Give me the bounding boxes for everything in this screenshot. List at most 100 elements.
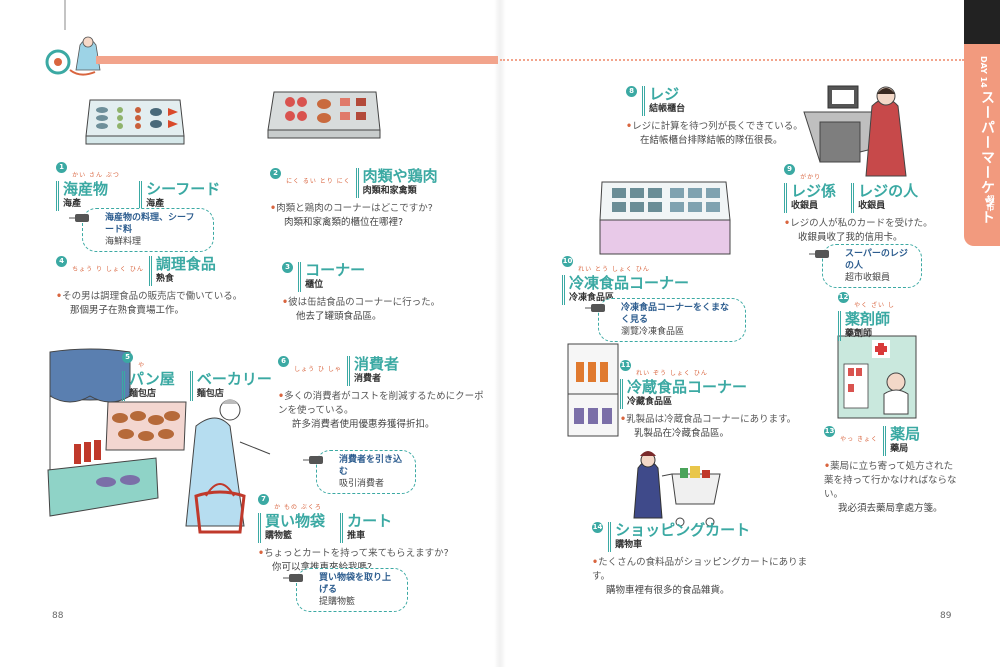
example: •彼は缶詰食品のコーナーに行った。 他去了罐頭食品區。 (282, 296, 482, 324)
vocab-block: 冷蔵食品コーナー 冷藏食品區 (620, 379, 747, 409)
vocab-translation: 推車 (347, 531, 366, 541)
vocab-translation: 藥局 (890, 444, 909, 454)
chapter-tab: DAY 14 スーパーマーケット 超市 (964, 0, 1000, 246)
vocab-word: コーナー (305, 261, 366, 279)
example-jp: 彼は缶詰食品のコーナーに行った。 (288, 297, 441, 308)
entry-number: 7 (258, 494, 269, 505)
entry-number: 12 (838, 292, 849, 303)
entry-basket-cart: 7 か もの ぶくろ 買い物袋 購物籃 カート 推車 •ちょっとカートを持って来… (258, 494, 480, 575)
example: •薬局に立ち寄って処方された薬を持って行かなければならない。 我必須去藥局拿處方… (824, 460, 960, 516)
vocab-block: 海産物 海產 (56, 181, 108, 211)
vocab-block: シーフード 海產 (139, 181, 220, 211)
entry-number: 3 (282, 262, 293, 273)
vocab-word: パン屋 (129, 370, 175, 388)
entry-number: 4 (56, 256, 67, 267)
entry-ruby: やく ざい し (854, 302, 895, 309)
example-zh: 購物車裡有很多的食品雜貨。 (606, 585, 730, 596)
vocab-word: レジ係 (791, 182, 837, 200)
entry-ruby: がかり (800, 174, 822, 181)
example-zh: 在結帳櫃台排隊結帳的隊伍很長。 (640, 135, 783, 146)
tag-icon (585, 304, 605, 312)
shopping-cart-illustration (633, 451, 721, 527)
entry-number: 2 (270, 168, 281, 179)
vocab-word: 冷凍食品コーナー (569, 274, 690, 292)
vocab-translation: 冷凍食品區 (569, 293, 615, 303)
tag-icon (809, 250, 829, 258)
vocab-block: 肉類や鶏肉 肉類和家禽類 (355, 168, 438, 198)
entry-ruby: れい ぞう しょく ひん (636, 370, 708, 377)
example: •多くの消費者がコストを削減するためにクーポンを使っている。 許多消費者使用優惠… (278, 390, 488, 432)
example-jp: ちょっとカートを持って来てもらえますか? (264, 548, 449, 559)
phrase-zh: 瀏覽冷凍食品區 (621, 327, 685, 337)
entry-ruby: しょう ひ しゃ (294, 366, 342, 373)
meat-case-illustration (267, 91, 381, 139)
example-zh: 收銀員收了我的信用卡。 (798, 232, 903, 243)
vocab-translation: 消費者 (354, 374, 382, 384)
vocab-translation: 肉類和家禽類 (362, 186, 417, 196)
checkout-counter-illustration (803, 85, 907, 177)
example: •乳製品は冷蔵食品コーナーにあります。 乳製品在冷藏食品區。 (620, 413, 800, 441)
vocab-word: カート (347, 512, 393, 530)
tag-icon (69, 214, 89, 222)
example: •レジに計算を待つ列が長くできている。 在結帳櫃台排隊結帳的隊伍很長。 (626, 120, 806, 148)
entry-ruby: ちょう り しょく ひん (72, 266, 144, 273)
vocab-translation: 海產 (146, 199, 165, 209)
vocab-translation: 熟食 (155, 274, 174, 284)
example-jp: たくさんの食料品がショッピングカートにあります。 (592, 557, 808, 582)
pharmacy-illustration (837, 335, 917, 419)
vocab-translation: 麵包店 (129, 389, 157, 399)
example-jp: 多くの消費者がコストを削減するためにクーポンを使っている。 (278, 391, 484, 416)
phrase-zh: 海鮮料理 (105, 237, 142, 247)
entry-consumer: 6 しょう ひ しゃ 消費者 消費者 •多くの消費者がコストを削減するためにクー… (278, 356, 488, 432)
entry-number: 13 (824, 426, 835, 437)
vocab-block: 冷凍食品コーナー 冷凍食品區 (562, 275, 689, 305)
entry-pharmacist: 12 やく ざい し 薬剤師 藥劑師 (838, 292, 948, 341)
vocab-block: 薬局 藥局 (883, 426, 920, 456)
entry-number: 1 (56, 162, 67, 173)
entry-shopping-cart: 14 ショッピングカート 購物車 •たくさんの食料品がショッピングカートにありま… (592, 522, 822, 598)
example-zh: 許多消費者使用優惠券獲得折扣。 (292, 419, 435, 430)
entry-pharmacy: 13 やっ きょく 薬局 藥局 •薬局に立ち寄って処方された薬を持って行かなけれ… (824, 426, 960, 516)
vocab-translation: 結帳櫃台 (649, 104, 686, 114)
example: •肉類と鶏肉のコーナーはどこですか? 肉類和家禽類的櫃位在哪裡? (270, 202, 480, 230)
entry-deli: 4 ちょう り しょく ひん 調理食品 熟食 •その男は調理食品の販売店で働いて… (56, 256, 276, 318)
chapter-day: DAY 14 (979, 56, 988, 88)
entry-number: 8 (626, 86, 637, 97)
chapter-tab-top (964, 0, 1000, 44)
vocab-translation: 收銀員 (791, 201, 819, 211)
phrase-zh: 提購物籃 (319, 597, 356, 607)
vocab-translation: 麵包店 (196, 389, 224, 399)
vocab-block: レジの人 收銀員 (851, 183, 918, 213)
page-number-left: 88 (52, 611, 64, 621)
entry-frozen: 10 れい とう しょく ひん 冷凍食品コーナー 冷凍食品區 (562, 256, 762, 305)
example: •ちょっとカートを持って来てもらえますか? 你可以拿推車來給我嗎? (258, 547, 480, 575)
example-jp: 乳製品は冷蔵食品コーナーにあります。 (626, 414, 797, 425)
vocab-word: シーフード (146, 180, 221, 198)
vocab-word: ベーカリー (196, 370, 272, 388)
chapter-title: スーパーマーケット (979, 90, 995, 225)
entry-number: 6 (278, 356, 289, 367)
entry-number: 10 (562, 256, 573, 267)
entry-ruby: や (138, 362, 146, 369)
phrase-jp: 消費者を引き込む (339, 455, 403, 477)
vocab-translation: 海產 (63, 199, 82, 209)
entry-meat: 2 にく るい とり にく 肉類や鶏肉 肉類和家禽類 •肉類と鶏肉のコーナーはど… (270, 168, 480, 230)
example-jp: レジの人が私のカードを受けた。 (790, 218, 933, 229)
phrase-jp: 買い物袋を取り上げる (319, 573, 392, 595)
vocab-translation: 冷藏食品區 (627, 397, 673, 407)
tag-icon (303, 456, 323, 464)
example-zh: 乳製品在冷藏食品區。 (634, 428, 730, 439)
vocab-word: ショッピングカート (615, 521, 751, 539)
seafood-case-illustration (85, 99, 185, 145)
vocab-word: レジ (649, 85, 680, 103)
example-zh: 他去了罐頭食品區。 (296, 311, 382, 322)
entry-corner: 3 コーナー 櫃位 •彼は缶詰食品のコーナーに行った。 他去了罐頭食品區。 (282, 262, 482, 324)
entry-number: 11 (620, 360, 631, 371)
example-zh: 你可以拿推車來給我嗎? (258, 561, 480, 575)
entry-register: 8 レジ 結帳櫃台 •レジに計算を待つ列が長くできている。 在結帳櫃台排隊結帳的… (626, 86, 806, 148)
vocab-block: レジ 結帳櫃台 (642, 86, 685, 116)
phrase-zh: 超市收銀員 (845, 273, 891, 283)
phrase-jp: 海産物の料理、シーフード料 (105, 213, 195, 235)
bakery-illustration (47, 348, 271, 534)
vocab-translation: 購物車 (615, 540, 643, 550)
